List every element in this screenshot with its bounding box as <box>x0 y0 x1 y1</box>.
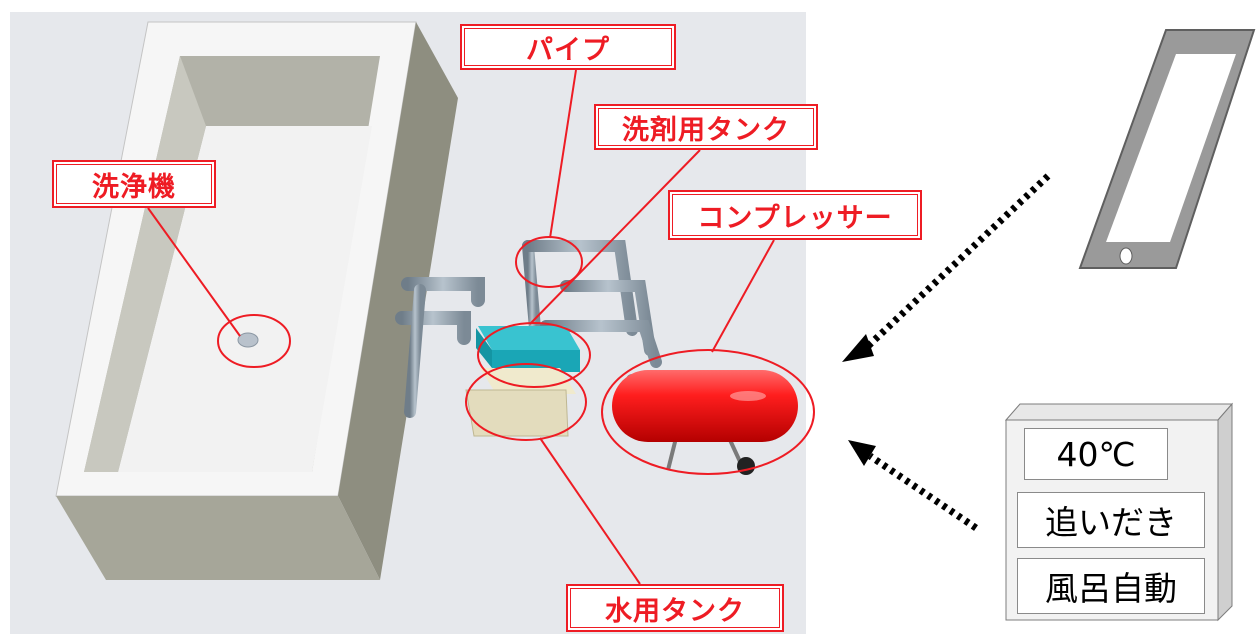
compressor-label: コンプレッサー <box>668 190 922 240</box>
water-tank <box>465 368 576 437</box>
detergent-tank-label: 洗剤用タンク <box>594 104 818 150</box>
auto-bath-button[interactable]: 風呂自動 <box>1017 558 1205 614</box>
temperature-display: 40℃ <box>1024 428 1168 480</box>
leader-lines <box>147 69 775 585</box>
water-tank-label: 水用タンク <box>566 584 784 632</box>
detergent-tank <box>476 326 580 372</box>
dotted-arrow-icon <box>842 173 1051 531</box>
bathtub <box>55 21 458 580</box>
washer-label: 洗浄機 <box>52 160 216 208</box>
smartphone-icon <box>1078 29 1256 269</box>
reheat-button[interactable]: 追いだき <box>1017 492 1205 548</box>
pipe-label: パイプ <box>460 24 676 70</box>
highlight-circles <box>217 236 815 475</box>
